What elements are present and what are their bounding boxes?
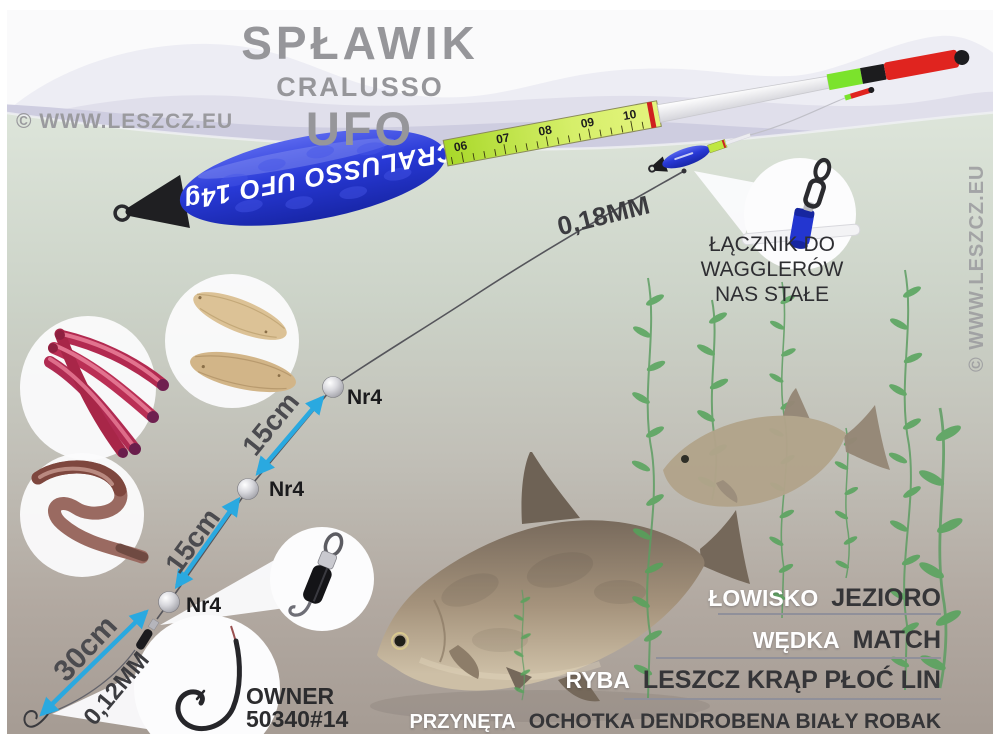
hook-model: 50340#14 [246, 706, 349, 732]
info-separator [656, 657, 941, 659]
info-value: MATCH [852, 626, 941, 654]
connector-label-line2: WAGGLERÓW [700, 258, 844, 281]
info-value: LESZCZ KRĄP PŁOĆ LIN [642, 666, 941, 694]
rig-hook [23, 709, 49, 728]
measure-arrows [39, 395, 325, 717]
worm-bait [31, 460, 149, 564]
hook-brand: OWNER [246, 683, 335, 709]
shot2-label: Nr4 [269, 478, 305, 501]
info-label: RYBA [565, 667, 630, 693]
info-row-lowisko: ŁOWISKO JEZIORO [708, 584, 941, 613]
connector-label: ŁĄCZNIK DO WAGGLERÓW NAS STAŁE [652, 232, 892, 307]
scale-number: 09 [580, 115, 596, 131]
info-separator [624, 698, 941, 700]
connector-label-line1: ŁĄCZNIK DO [708, 233, 836, 256]
frame-top [0, 0, 1000, 10]
tip-red-band [883, 49, 960, 81]
scale-number: 07 [495, 130, 511, 146]
shot-nr4-3 [158, 591, 180, 613]
title-model: UFO [305, 102, 415, 155]
swivel-detail [288, 532, 344, 617]
waggler-connector-callout [694, 157, 861, 270]
mini-float-distant [648, 132, 752, 173]
bream-fish-far [663, 388, 890, 507]
info-row-wedka: WĘDKA MATCH [753, 626, 941, 655]
frame-bottom [0, 734, 1000, 740]
title-product: SPŁAWIK [241, 17, 479, 69]
info-separator [718, 613, 941, 615]
shot-nr4-1 [322, 376, 344, 398]
split-shots [158, 376, 344, 613]
cralusso-ufo-float: CRALUSSO UFO 14g 06 07 08 09 10 [113, 49, 970, 228]
shot-nr4-2 [237, 478, 259, 500]
shot1-label: Nr4 [347, 386, 383, 409]
bloodworms-bait [44, 328, 169, 458]
scale-number: 08 [537, 122, 553, 138]
maggots-bait [190, 292, 296, 393]
info-label: PRZYNĘTA [409, 711, 516, 733]
arrow-30cm [39, 609, 149, 717]
arrow-15cm-upper [255, 395, 325, 476]
frame-right [993, 0, 1000, 740]
watermark-right: © WWW.LESZCZ.EU [966, 164, 988, 373]
distant-line [749, 97, 846, 136]
distant-float-tip [844, 86, 875, 101]
frame-left [0, 0, 7, 740]
info-value: OCHOTKA DENDROBENA BIAŁY ROBAK [528, 710, 941, 733]
hook-detail [175, 625, 242, 732]
tip-green-band [826, 68, 863, 91]
title-brand: CRALUSSO [276, 72, 444, 102]
bait-callouts [20, 274, 299, 577]
info-row-ryba: RYBA LESZCZ KRĄP PŁOĆ LIN [566, 666, 942, 695]
scale-number: 10 [622, 107, 638, 123]
arrow-15cm-middle [174, 496, 241, 590]
info-row-przyneta: PRZYNĘTA OCHOTKA DENDROBENA BIAŁY ROBAK [409, 710, 941, 734]
scale-number: 06 [453, 138, 469, 154]
shot3-label: Nr4 [186, 594, 222, 617]
connector-label-line3: NAS STAŁE [715, 283, 829, 306]
info-label: WĘDKA [752, 627, 840, 653]
page-title: SPŁAWIK CRALUSSO UFO [160, 16, 560, 156]
bream-fish-large [370, 452, 750, 722]
info-value: JEZIORO [831, 584, 941, 612]
tip-black-band [860, 63, 887, 84]
info-label: ŁOWISKO [708, 585, 819, 611]
watermark-top-left: © WWW.LESZCZ.EU [16, 110, 234, 133]
waggler-connector-detail [741, 157, 861, 249]
